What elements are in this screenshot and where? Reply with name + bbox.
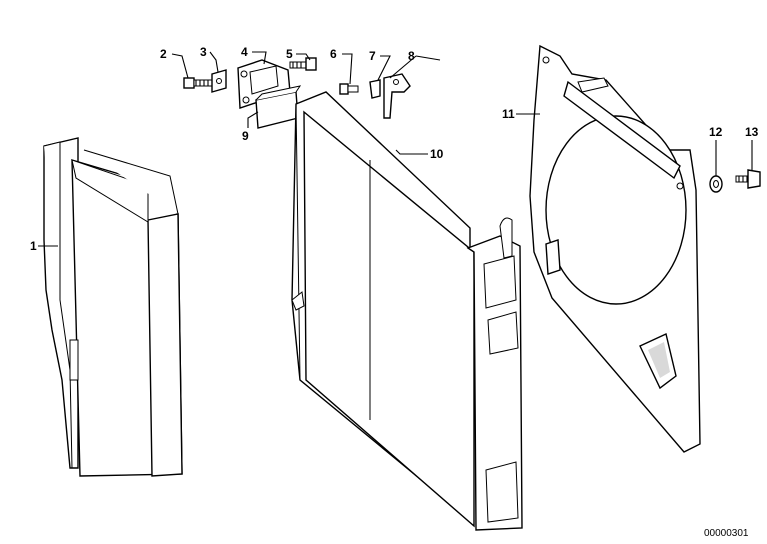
part-2-bolt [183, 77, 213, 89]
part-11-fan-shroud [529, 44, 701, 453]
callout-1: 1 [30, 239, 37, 253]
part-5-screw [289, 57, 317, 71]
callout-6: 6 [330, 47, 337, 61]
callout-2: 2 [160, 47, 167, 61]
callout-10: 10 [430, 147, 444, 161]
part-12-washer [709, 175, 723, 193]
callout-3: 3 [200, 45, 207, 59]
part-10-main-radiator [291, 91, 523, 531]
callout-8: 8 [408, 49, 415, 63]
callout-12: 12 [709, 125, 723, 139]
drawing-code: 00000301 [704, 528, 749, 539]
part-13-bolt [735, 169, 761, 189]
callout-9: 9 [242, 129, 249, 143]
callout-13: 13 [745, 125, 759, 139]
callout-4: 4 [241, 45, 248, 59]
callout-7: 7 [369, 49, 376, 63]
callout-labels: 1 2 3 4 5 6 7 8 9 10 11 12 13 00000301 [30, 45, 759, 539]
callout-11: 11 [502, 107, 515, 121]
callout-5: 5 [286, 47, 293, 61]
part-7-clip [369, 79, 381, 99]
part-6-pin [339, 83, 359, 95]
leader-lines [38, 51, 753, 247]
part-3-bracket [211, 69, 227, 93]
part-1-auxiliary-radiator [43, 137, 183, 477]
part-8-bent-bracket [383, 73, 411, 119]
